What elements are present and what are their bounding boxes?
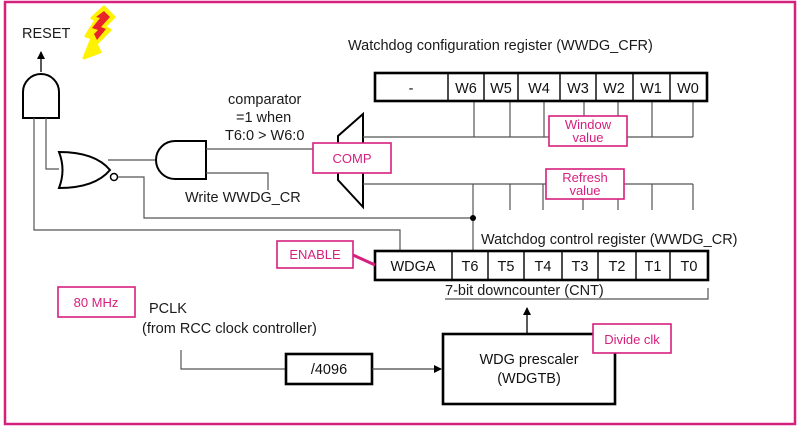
prescaler-register-label: (WDGTB)	[497, 371, 561, 387]
svg-text:Window: Window	[565, 117, 612, 132]
svg-text:ENABLE: ENABLE	[289, 247, 341, 262]
or-gate	[57, 150, 112, 190]
cfr-cell-reserved: -	[409, 81, 414, 97]
lightning-bolt-icon	[82, 5, 116, 60]
svg-text:Refresh: Refresh	[562, 170, 608, 185]
cr-cell-t2: T2	[609, 259, 626, 275]
junction-dot	[470, 215, 476, 221]
reset-and-gate	[22, 73, 60, 119]
inverter-bubble	[109, 172, 119, 182]
cr-cell-t1: T1	[645, 259, 662, 275]
annotation-enable: ENABLE	[276, 240, 376, 269]
cfr-register: - W6 W5 W4 W3 W2 W1 W0	[373, 71, 709, 103]
write-wwdg-cr-label: Write WWDG_CR	[185, 190, 301, 206]
cr-cell-wdga: WDGA	[390, 259, 435, 275]
cfr-title: Watchdog configuration register (WWDG_CF…	[348, 38, 653, 54]
annotation-window-value: Window value	[548, 115, 628, 147]
svg-text:Divide clk: Divide clk	[604, 332, 660, 347]
prescaler-block	[441, 332, 617, 406]
downcounter-bracket	[445, 288, 709, 300]
divider-block	[284, 352, 374, 386]
nor-to-and-wire	[45, 118, 59, 170]
downcounter-label: 7-bit downcounter (CNT)	[445, 283, 604, 299]
pclk-source-label: (from RCC clock controller)	[142, 321, 317, 337]
cr-title: Watchdog control register (WWDG_CR)	[481, 232, 738, 248]
pclk-label: PCLK	[149, 301, 187, 317]
annotation-refresh-value: Refresh value	[545, 168, 625, 200]
cfr-cell-w3: W3	[567, 81, 589, 97]
write-cr-wire	[206, 172, 269, 190]
comparator-label: comparator	[228, 92, 302, 108]
cr-cell-t6: T6	[462, 259, 479, 275]
cfr-cell-w2: W2	[603, 81, 625, 97]
cfr-cell-w0: W0	[677, 81, 699, 97]
cfr-cell-w4: W4	[528, 81, 550, 97]
outer-frame	[3, 0, 797, 426]
cfr-cell-w1: W1	[640, 81, 662, 97]
svg-text:value: value	[569, 183, 600, 198]
annotation-comp: COMP	[312, 142, 392, 174]
annotation-divide-clk: Divide clk	[592, 323, 672, 354]
prescaler-label: WDG prescaler	[479, 352, 578, 368]
write-and-gate	[155, 140, 207, 180]
cr-cell-t4: T4	[535, 259, 552, 275]
comparator-condition-2: T6:0 > W6:0	[225, 128, 304, 144]
svg-text:80 MHz: 80 MHz	[74, 295, 119, 310]
divider-label: /4096	[311, 362, 347, 378]
cr-cell-t5: T5	[498, 259, 515, 275]
reset-label: RESET	[22, 26, 70, 42]
svg-text:value: value	[572, 130, 603, 145]
comparator-condition-1: =1 when	[236, 110, 291, 126]
cr-cell-t3: T3	[572, 259, 589, 275]
cfr-cell-w5: W5	[490, 81, 512, 97]
cfr-cell-w6: W6	[455, 81, 477, 97]
cr-cell-t0: T0	[681, 259, 698, 275]
annotation-80mhz: 80 MHz	[57, 286, 136, 318]
wdga-to-and-wire	[33, 118, 401, 250]
cr-register: WDGA T6 T5 T4 T3 T2 T1 T0	[373, 249, 710, 282]
refresh-line-to-or-wire	[118, 176, 473, 219]
pclk-wire	[180, 350, 286, 370]
svg-text:COMP: COMP	[333, 151, 372, 166]
